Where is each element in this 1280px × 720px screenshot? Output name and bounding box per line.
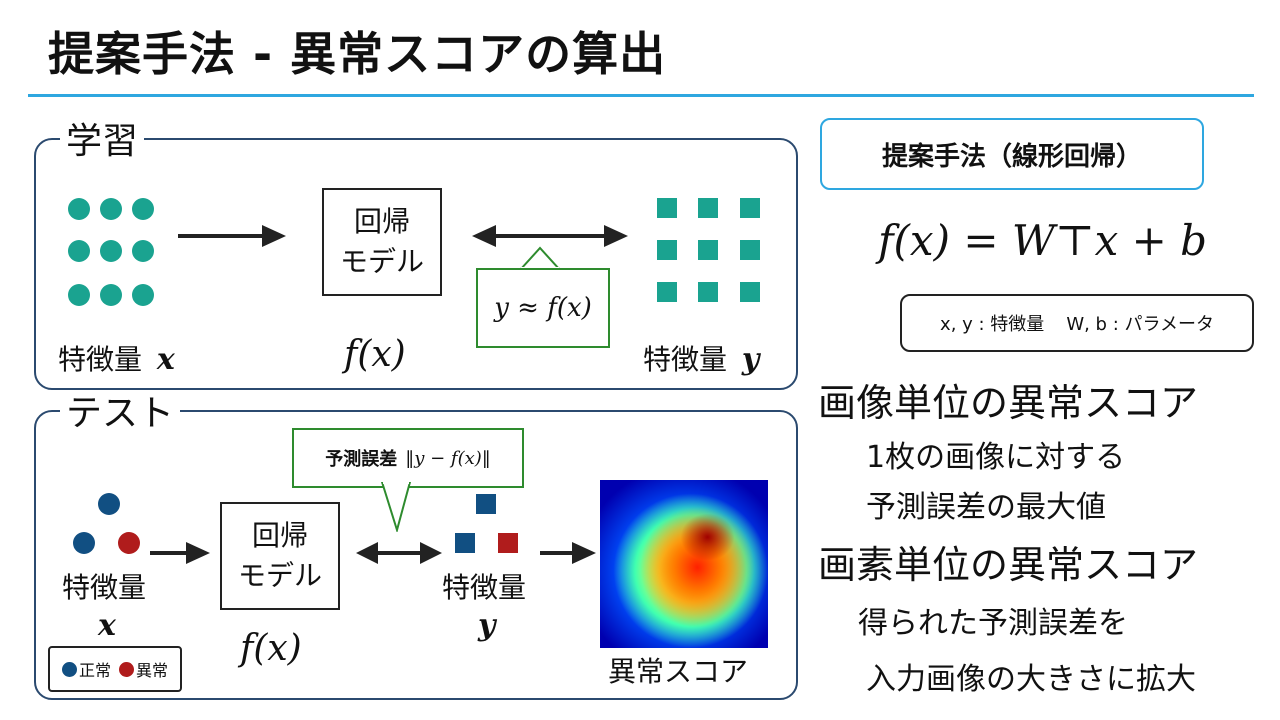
train-model-symbol: f(x)	[344, 334, 406, 375]
train-input-label: 特徴量 x	[58, 342, 175, 377]
train-model-line2: モデル	[339, 245, 424, 278]
anomaly-heatmap	[600, 480, 768, 648]
train-square	[698, 240, 718, 260]
image-score-line2: 予測誤差の最大値	[866, 490, 1106, 525]
test-normal-dot	[73, 532, 95, 554]
test-double-arrow	[356, 542, 442, 564]
train-square	[740, 198, 760, 218]
legend-anomaly-dot	[119, 661, 134, 677]
pixel-score-line2: 入力画像の大きさに拡大	[866, 662, 1196, 697]
test-arrow-to-model	[150, 542, 210, 564]
legend-anomaly-label: 異常	[136, 661, 169, 680]
test-panel	[34, 410, 798, 700]
train-dot	[100, 240, 122, 262]
test-input-symbol: x	[98, 608, 116, 643]
params-label: W, b : パラメータ	[1066, 314, 1214, 335]
method-formula: f(x) = W⊤x + b	[878, 216, 1208, 265]
error-callout-formula: ‖y − f(x)‖	[405, 447, 491, 469]
train-double-arrow	[472, 225, 628, 247]
train-square	[740, 240, 760, 260]
train-heading: 学習	[60, 122, 145, 162]
test-normal-square	[455, 533, 475, 553]
train-square	[657, 282, 677, 302]
method-label: 提案手法（線形回帰）	[881, 141, 1142, 172]
test-model-box: 回帰 モデル	[220, 502, 340, 610]
image-score-heading: 画像単位の異常スコア	[818, 381, 1199, 425]
test-anomaly-dot	[118, 532, 140, 554]
page-title: 提案手法 - 異常スコアの算出	[48, 27, 667, 81]
train-square	[740, 282, 760, 302]
test-normal-square	[476, 494, 496, 514]
variables-box: x, y : 特徴量 W, b : パラメータ	[900, 294, 1254, 352]
test-legend: 正常 異常	[48, 646, 182, 692]
test-model-symbol: f(x)	[240, 628, 302, 669]
train-callout-pointer	[518, 246, 562, 270]
train-dot	[100, 198, 122, 220]
test-arrow-to-heatmap	[540, 542, 596, 564]
test-normal-dot	[98, 493, 120, 515]
train-dot	[68, 240, 90, 262]
train-dot	[68, 284, 90, 306]
vars-label: x, y : 特徴量	[940, 314, 1045, 335]
test-model-line1: 回帰	[251, 519, 308, 552]
test-heading: テスト	[60, 394, 181, 434]
train-dot	[68, 198, 90, 220]
train-model-box: 回帰 モデル	[322, 188, 442, 296]
train-square	[657, 198, 677, 218]
train-approx-callout: y ≈ f(x)	[476, 268, 610, 348]
test-callout-pointer	[380, 482, 412, 532]
train-dot	[132, 284, 154, 306]
legend-normal-dot	[61, 661, 77, 677]
image-score-line1: 1枚の画像に対する	[866, 440, 1126, 475]
legend-normal-label: 正常	[78, 661, 111, 680]
train-arrow-to-model	[178, 225, 286, 247]
train-square	[657, 240, 677, 260]
test-anomaly-square	[498, 533, 518, 553]
train-panel	[34, 138, 798, 390]
test-error-callout: 予測誤差 ‖y − f(x)‖	[292, 428, 524, 488]
test-model-line2: モデル	[237, 559, 322, 592]
test-output-label: 特徴量	[442, 571, 527, 604]
train-dot	[132, 240, 154, 262]
test-output-symbol: y	[478, 608, 496, 643]
train-dot	[100, 284, 122, 306]
train-dot	[132, 198, 154, 220]
test-input-label: 特徴量	[62, 571, 147, 604]
train-output-label: 特徴量 y	[643, 342, 760, 377]
heatmap-label: 異常スコア	[608, 655, 749, 688]
pixel-score-heading: 画素単位の異常スコア	[818, 543, 1199, 587]
error-callout-label: 予測誤差	[325, 449, 398, 470]
title-underline	[28, 94, 1254, 97]
train-square	[698, 282, 718, 302]
train-model-line1: 回帰	[353, 205, 410, 238]
pixel-score-line1: 得られた予測誤差を	[858, 606, 1128, 641]
train-square	[698, 198, 718, 218]
method-label-box: 提案手法（線形回帰）	[820, 118, 1204, 190]
